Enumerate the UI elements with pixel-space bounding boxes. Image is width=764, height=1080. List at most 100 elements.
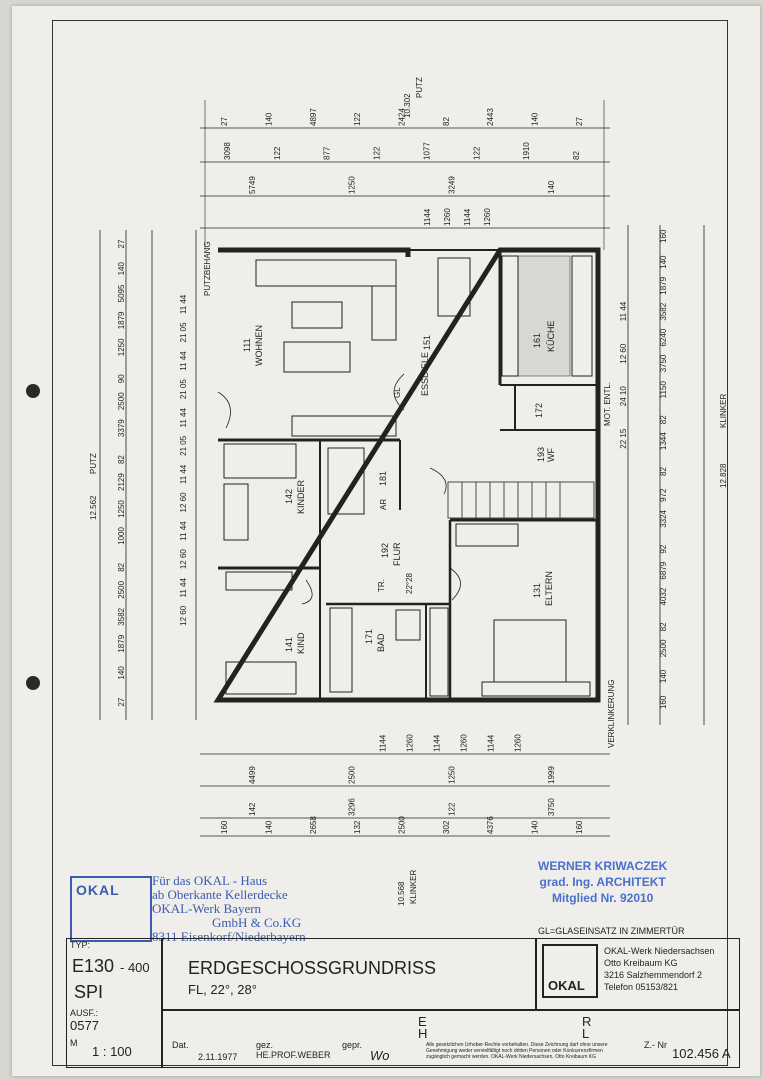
architect-name: WERNER KRIWACZEK	[538, 859, 668, 873]
type-box	[66, 938, 162, 1068]
left-dim-value: 90	[117, 374, 126, 383]
left-dim-value: 11 44	[179, 408, 188, 428]
drawing-title: ERDGESCHOSSGRUNDRISS	[188, 958, 437, 978]
bottom-dim-value: 1144	[433, 734, 442, 752]
left-dim-value: 27	[117, 697, 126, 706]
spi-label: SPI	[74, 982, 104, 1002]
meta-row	[162, 1010, 740, 1068]
top-dim-value: 27	[220, 117, 229, 126]
r-label: R	[582, 1014, 592, 1029]
right-overall-dim: 12.828	[719, 463, 728, 488]
top-dim-value: 1077	[422, 142, 431, 160]
checked-signature: Wo	[370, 1048, 390, 1063]
e-label: E	[418, 1014, 427, 1029]
right-dim-value: 1150	[659, 381, 668, 399]
right-dim-value: 82	[659, 622, 668, 631]
top-dim-value: 122	[353, 112, 362, 126]
top-dim-value: 82	[442, 117, 451, 126]
znr-value: 102.456 A	[672, 1046, 731, 1061]
left-dim-value: 140	[117, 666, 126, 680]
stamp-line-2: ab Oberkante Kellerdecke	[152, 887, 288, 902]
bottom-dim-value: 140	[531, 820, 540, 834]
drawing-subtitle: FL, 22°, 28°	[188, 982, 257, 997]
svg-text:172: 172	[534, 403, 544, 418]
top-dim-value: 1260	[483, 208, 492, 226]
right-dim-value: 3750	[659, 354, 668, 372]
bottom-overall-unit: KLINKER	[409, 870, 418, 904]
left-dim-value: 5095	[117, 284, 126, 302]
gl-label: GL	[393, 387, 402, 398]
top-dim-value: 4897	[309, 108, 318, 126]
top-dim-value: 140	[547, 180, 556, 194]
top-overall-dim: 10.302	[403, 93, 412, 118]
company-box	[536, 938, 740, 1010]
svg-text:KINDER: KINDER	[296, 479, 306, 514]
top-dim-value: 1250	[348, 176, 357, 194]
right-dim-value: 3324	[659, 509, 668, 527]
copyright-note: Alle gesetzlichen Urheber-Rechte vorbeha…	[426, 1042, 608, 1060]
left-dim-value: 1879	[117, 634, 126, 652]
svg-text:161: 161	[532, 333, 542, 348]
svg-text:111: 111	[242, 338, 252, 352]
svg-text:WF: WF	[546, 448, 556, 462]
room-172: 172	[534, 403, 544, 418]
okal-stamp-box: OKAL	[70, 876, 152, 942]
right-dim-value: 82	[659, 467, 668, 476]
right-dim-value: 92	[659, 544, 668, 553]
right-dim-value: 1344	[659, 432, 668, 450]
svg-text:BAD: BAD	[376, 633, 386, 652]
left-dim-value: 82	[117, 455, 126, 464]
right-dim-value: 160	[659, 695, 668, 709]
right-dim-value: 972	[659, 488, 668, 502]
mot-entl-label: MOT. ENTL.	[603, 382, 612, 426]
company-line-1: OKAL-Werk Niedersachsen	[604, 946, 715, 956]
svg-text:KIND: KIND	[296, 632, 306, 654]
bottom-dim-value: 1250	[447, 766, 456, 784]
bottom-dim-value: 160	[575, 820, 584, 834]
bottom-dim-value: 1144	[379, 734, 388, 752]
ausf-label: AUSF.:	[70, 1008, 99, 1018]
date-value: 2.11.1977	[198, 1052, 238, 1062]
ausf-value: 0577	[70, 1018, 99, 1033]
svg-text:192: 192	[380, 543, 390, 558]
right-dim-value: 1879	[659, 276, 668, 294]
top-dim-value: 2443	[486, 108, 495, 126]
bottom-dim-value: 3296	[348, 798, 357, 816]
svg-text:131: 131	[532, 583, 542, 598]
gepr-label: gepr.	[342, 1040, 363, 1050]
left-dim-value: 12 60	[179, 605, 188, 626]
architect-member-no: Mitglied Nr. 92010	[551, 891, 654, 905]
top-dim-value: 140	[265, 112, 274, 126]
stamp-line-3: OKAL-Werk Bayern	[152, 901, 262, 916]
left-dim-value: 3379	[117, 419, 126, 437]
room-181: 181	[378, 471, 388, 486]
top-overall-unit: PUTZ	[415, 77, 424, 98]
okal-logo-text: OKAL	[548, 978, 585, 993]
left-dim-value: 11 44	[179, 351, 188, 371]
right-dim-value: 2500	[659, 639, 668, 657]
left-dim-value: 1000	[117, 527, 126, 545]
bottom-dim-value: 1999	[547, 766, 556, 784]
bottom-dim-value: 4376	[486, 816, 495, 834]
tr-label: TR.	[377, 579, 386, 592]
left-dim-value: 12 60	[179, 492, 188, 513]
company-line-4: Telefon 05153/821	[604, 982, 679, 992]
left-dim-value: 2500	[117, 392, 126, 410]
date-label: Dat.	[172, 1040, 189, 1050]
drawing-frame	[52, 20, 728, 1066]
typ-value: E130	[72, 956, 115, 976]
m-label: M	[70, 1038, 78, 1048]
gez-label: gez.	[256, 1040, 274, 1050]
right-dim-value: 11 44	[619, 301, 628, 321]
svg-text:ELTERN: ELTERN	[544, 571, 554, 606]
svg-text:142: 142	[284, 489, 294, 504]
top-dim-value: 122	[373, 146, 382, 160]
bottom-dim-value: 302	[442, 820, 451, 834]
top-dim-value: 122	[273, 146, 282, 160]
